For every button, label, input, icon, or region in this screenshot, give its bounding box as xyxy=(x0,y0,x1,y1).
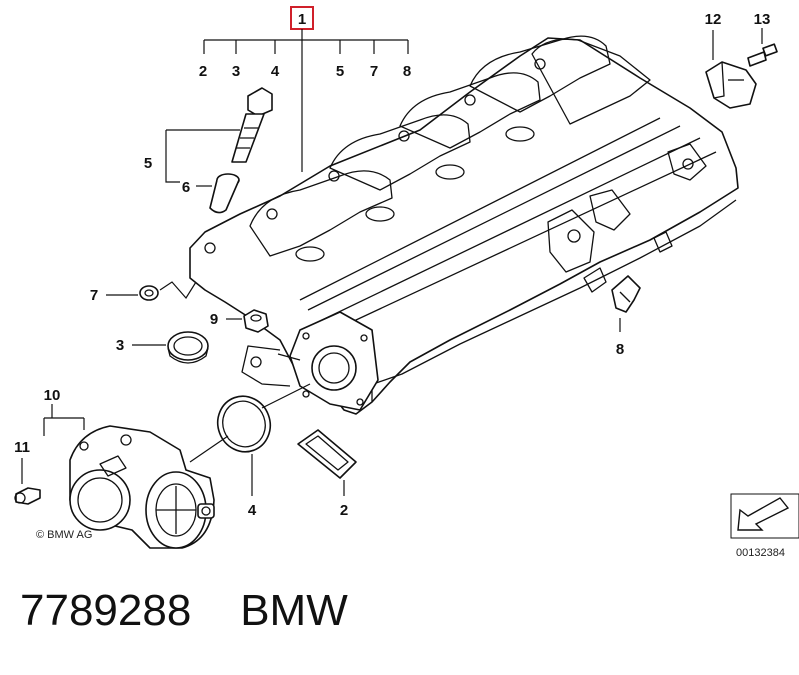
callout-3-left[interactable]: 3 xyxy=(116,337,124,354)
part-caption: 7789288 BMW xyxy=(20,586,348,636)
brand-name: BMW xyxy=(240,586,348,635)
callout-7-left[interactable]: 7 xyxy=(90,287,98,304)
reference-number: 00132384 xyxy=(736,547,785,559)
sleeve-part-6[interactable] xyxy=(209,173,240,214)
seal-ring-part-3[interactable] xyxy=(167,331,209,364)
copyright-text: © BMW AG xyxy=(36,529,92,541)
o-ring-part-4[interactable] xyxy=(210,389,278,459)
callout-8-right[interactable]: 8 xyxy=(616,341,624,358)
bolt-part-5[interactable] xyxy=(231,87,273,163)
callout-2-bottom[interactable]: 2 xyxy=(340,502,348,519)
screw-part-11[interactable] xyxy=(14,487,41,505)
callout-2-top[interactable]: 2 xyxy=(199,63,207,80)
intake-manifold[interactable] xyxy=(189,35,739,415)
callout-5-left[interactable]: 5 xyxy=(144,155,152,172)
orientation-arrow-box xyxy=(730,493,799,539)
callout-10[interactable]: 10 xyxy=(44,387,61,404)
throttle-body-part-10[interactable] xyxy=(69,425,215,549)
bolt-part-13[interactable] xyxy=(747,43,778,67)
callout-4-top[interactable]: 4 xyxy=(271,63,280,80)
callout-13[interactable]: 13 xyxy=(754,11,771,28)
callout-1[interactable]: 1 xyxy=(298,11,306,28)
gasket-part-2[interactable] xyxy=(297,429,357,479)
part-number: 7789288 xyxy=(20,586,192,635)
callout-7-top[interactable]: 7 xyxy=(370,63,378,80)
nut-part-9[interactable] xyxy=(243,309,269,333)
gasket-part-7[interactable] xyxy=(139,285,159,301)
callout-11[interactable]: 11 xyxy=(14,439,30,456)
sensor-part-12[interactable] xyxy=(705,61,757,109)
callout-9[interactable]: 9 xyxy=(210,311,218,328)
callout-8-top[interactable]: 8 xyxy=(403,63,411,80)
callout-3-top[interactable]: 3 xyxy=(232,63,240,80)
callout-12[interactable]: 12 xyxy=(705,11,722,28)
callout-4-bottom[interactable]: 4 xyxy=(248,502,257,519)
callout-6[interactable]: 6 xyxy=(182,179,190,196)
clip-part-8[interactable] xyxy=(611,275,641,313)
callout-5-top[interactable]: 5 xyxy=(336,63,344,80)
